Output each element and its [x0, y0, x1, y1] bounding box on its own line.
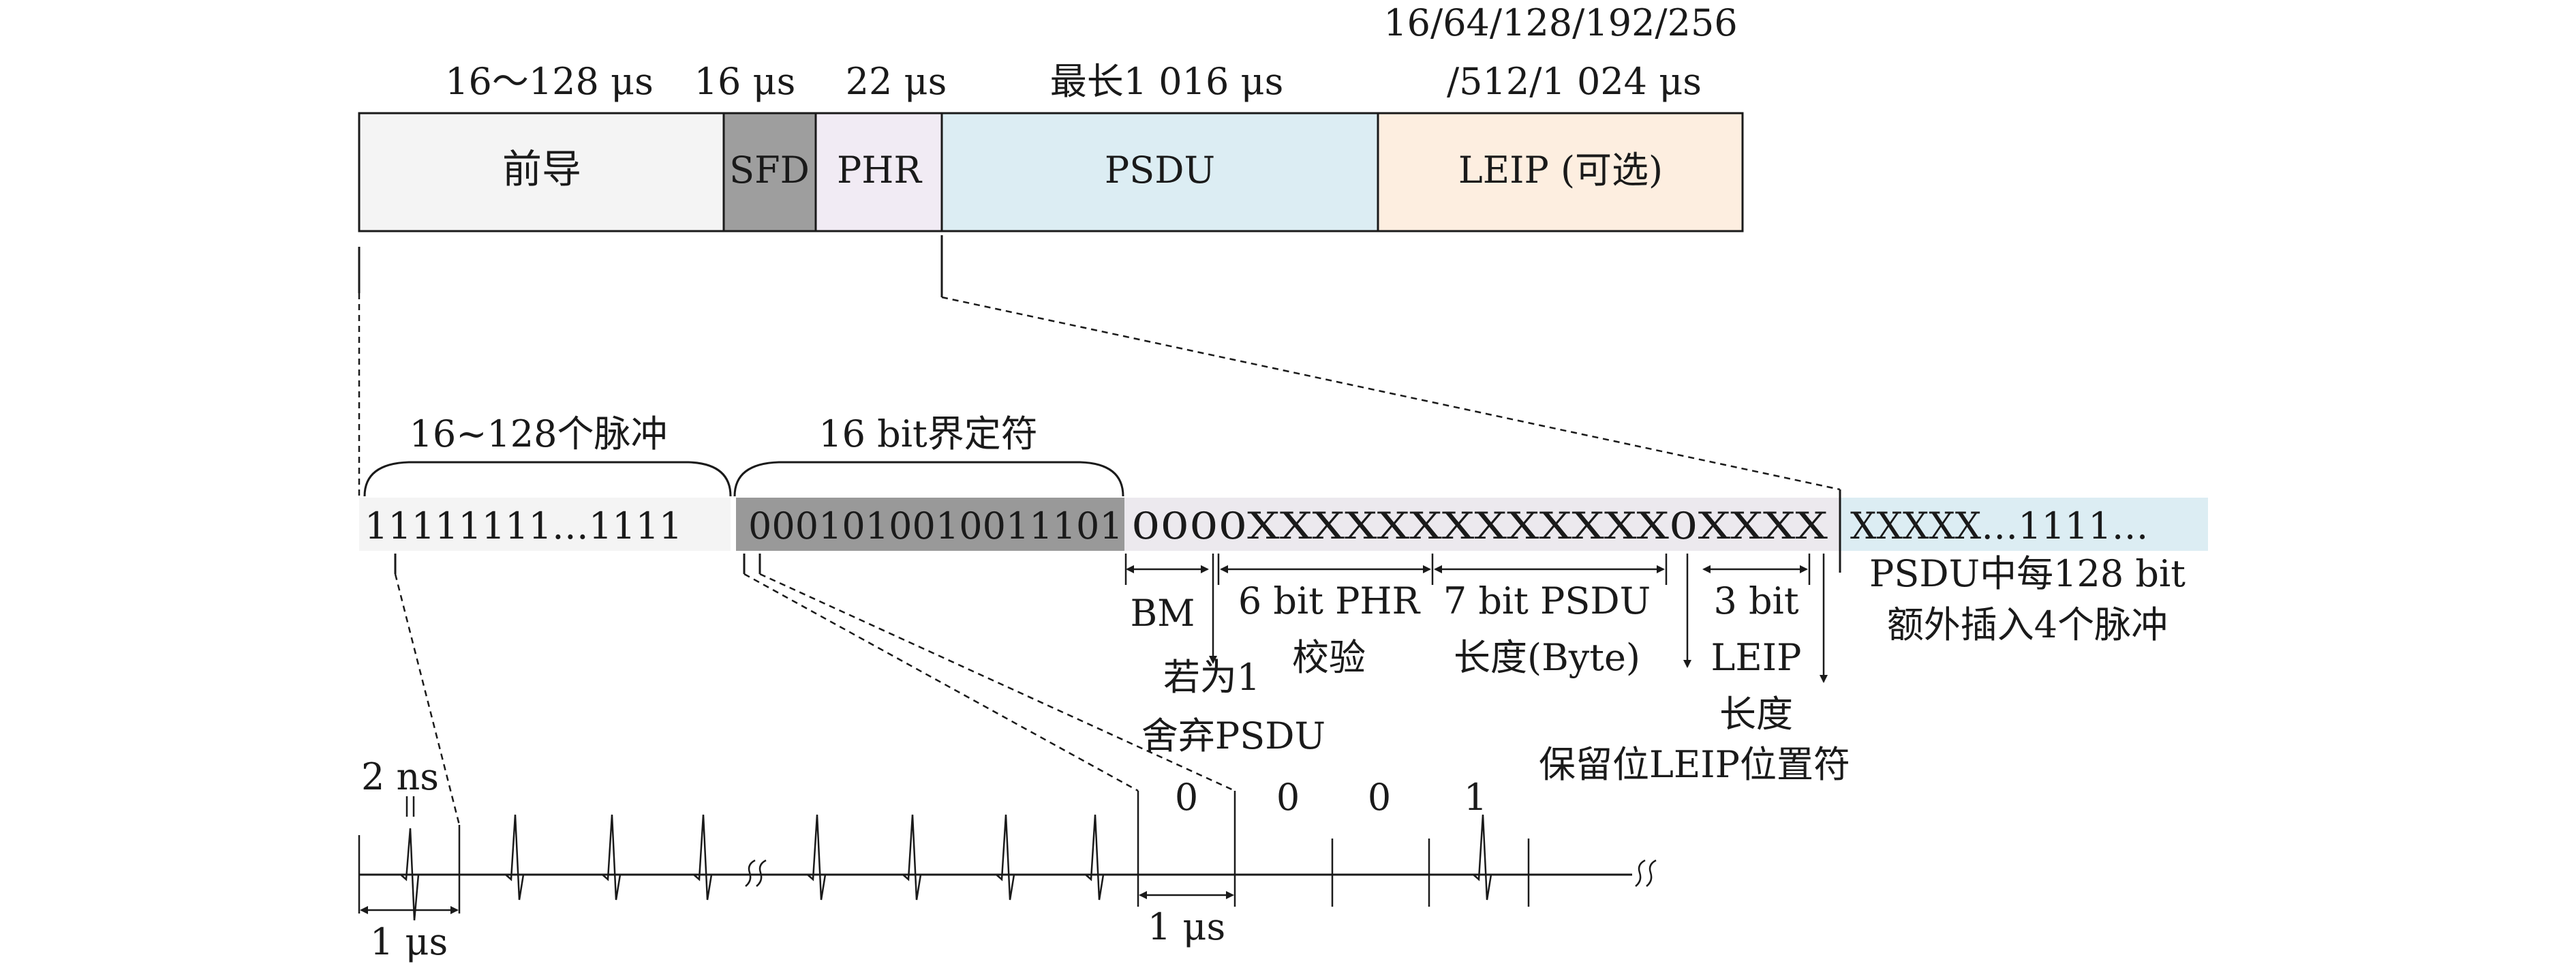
- preamble-brace: [363, 461, 732, 497]
- phr-field-breakdown: BM 若为1 舍弃PSDU 6 bit PHR 校验 7 bit PSDU 长度…: [1124, 554, 1850, 786]
- duration-phr: 22 μs: [846, 60, 947, 103]
- reserved-label: 保留位: [1539, 743, 1649, 786]
- pulse: [996, 814, 1015, 901]
- pulse-waveform: 2 ns 1 μs 0 0 0 1 1 μs: [358, 755, 1657, 963]
- psdu-bits: XXXXX…1111…: [1850, 504, 2149, 547]
- duration-leip-line1: 16/64/128/192/256: [1383, 1, 1737, 44]
- duration-sfd: 16 μs: [694, 60, 796, 103]
- pulse: [1473, 814, 1492, 901]
- pulse: [1085, 814, 1105, 901]
- bm-label: BM: [1131, 592, 1195, 635]
- pulse: [602, 814, 622, 901]
- pulse-zoom-lines: [394, 554, 1236, 826]
- field-label-leip: LEIP (可选): [1458, 149, 1663, 192]
- pulse: [807, 814, 827, 901]
- bit-value-3: 0: [1368, 776, 1391, 819]
- bit-value-2: 0: [1276, 776, 1300, 819]
- pulse: [400, 828, 420, 921]
- symbol-duration-label-left: 1 μs: [370, 920, 448, 963]
- leip-len-line1: 3 bit: [1713, 579, 1798, 622]
- pulse: [505, 814, 525, 901]
- leip-len-line3: 长度: [1719, 693, 1793, 736]
- break-mark-right: [1635, 859, 1657, 887]
- pulse: [693, 814, 713, 901]
- bit-value-4: 1: [1464, 776, 1487, 819]
- sfd-brace: [733, 461, 1124, 497]
- frame-structure: 16～128 μs 16 μs 22 μs 最长1 016 μs 16/64/1…: [358, 1, 1744, 232]
- preamble-bits-bg: [359, 498, 731, 551]
- field-label-psdu: PSDU: [1105, 149, 1215, 192]
- zoom-connectors: [358, 235, 1841, 498]
- field-sfd: [722, 112, 817, 232]
- duration-preamble: 16～128 μs: [445, 60, 654, 103]
- phr-bits-bg: [1124, 498, 1840, 551]
- field-leip: [1377, 112, 1744, 232]
- preamble-brace-label: 16~128个脉冲: [409, 412, 667, 455]
- sfd-bits: 0001010010011101: [748, 504, 1123, 547]
- length-line2: 长度(Byte): [1454, 636, 1640, 679]
- preamble-pulses: [358, 796, 1105, 921]
- duration-psdu: 最长1 016 μs: [1050, 60, 1284, 103]
- sfd-bit-slots: [1137, 791, 1530, 907]
- discard-line1: 若为1: [1163, 656, 1260, 699]
- psdu-bits-bg: [1840, 498, 2208, 551]
- field-label-sfd: SFD: [729, 149, 810, 192]
- check-line1: 6 bit PHR: [1238, 579, 1421, 622]
- field-label-phr: PHR: [837, 149, 922, 192]
- field-label-preamble: 前导: [502, 146, 581, 192]
- bit-value-1: 0: [1175, 776, 1198, 819]
- symbol-duration-label-right: 1 μs: [1148, 905, 1225, 948]
- length-line1: 7 bit PSDU: [1443, 579, 1651, 622]
- field-phr: [814, 112, 943, 232]
- bit-sequence: 16~128个脉冲 16 bit界定符 11111111…1111 000101…: [359, 412, 2208, 646]
- psdu-note-line2: 额外插入4个脉冲: [1887, 603, 2168, 646]
- pulse: [902, 814, 922, 901]
- field-preamble: [358, 112, 725, 232]
- phr-bits: 0000XXXXXXXXXXXXX0XXXX: [1131, 504, 1828, 547]
- sfd-brace-label: 16 bit界定符: [818, 412, 1037, 455]
- psdu-note-line1: PSDU中每128 bit: [1869, 552, 2186, 595]
- duration-leip-line2: /512/1 024 μs: [1447, 60, 1702, 103]
- break-mark-left: [745, 859, 767, 887]
- leip-position-label: LEIP位置符: [1649, 743, 1850, 786]
- discard-line2: 舍弃PSDU: [1141, 714, 1325, 757]
- check-line2: 校验: [1292, 636, 1366, 679]
- sfd-bits-bg: [736, 498, 1124, 551]
- pulse-width-label: 2 ns: [361, 755, 439, 798]
- preamble-bits: 11111111…1111: [365, 504, 682, 547]
- field-psdu: [940, 112, 1379, 232]
- leip-len-line2: LEIP: [1711, 636, 1802, 679]
